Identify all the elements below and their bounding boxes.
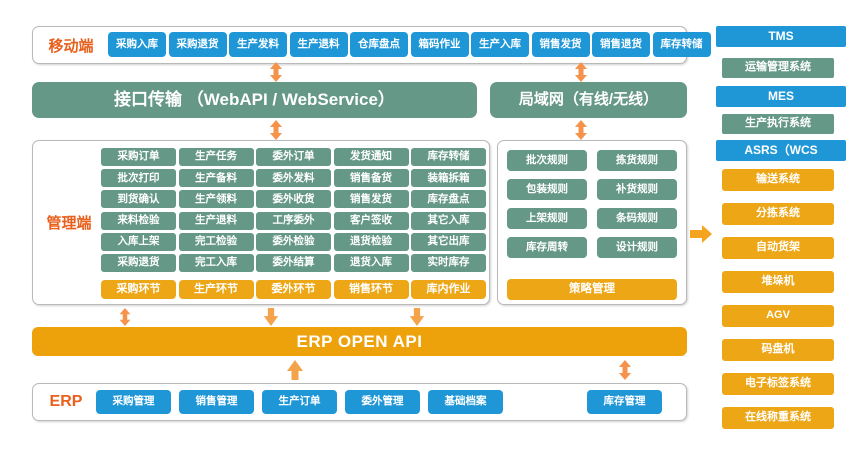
mes-header[interactable]: MES <box>716 86 846 107</box>
management-cell-c2-r2[interactable]: 生产备料 <box>178 169 254 188</box>
webapi-transport-bar: 接口传输 （WebAPI / WebService） <box>32 82 477 118</box>
arrow-down-icon <box>408 308 426 326</box>
erp-button-2[interactable]: 销售管理 <box>179 390 254 414</box>
strategy-cell-r4-c1[interactable]: 库存周转 <box>507 237 587 258</box>
management-cell-c2-r3[interactable]: 生产领料 <box>178 190 254 209</box>
management-cell-c5-r1[interactable]: 库存转储 <box>411 148 486 166</box>
asrs-item-7[interactable]: 电子标签系统 <box>722 373 834 395</box>
mes-subsystem[interactable]: 生产执行系统 <box>722 114 834 134</box>
management-cell-c1-r3[interactable]: 到货确认 <box>101 190 176 209</box>
double-arrow-vertical-icon <box>573 120 589 140</box>
mobile-button-5[interactable]: 仓库盘点 <box>350 32 408 57</box>
strategy-cell-r3-c1[interactable]: 上架规则 <box>507 208 587 229</box>
management-cell-c4-r1[interactable]: 发货通知 <box>333 148 409 166</box>
management-cell-c3-r2[interactable]: 委外发料 <box>256 169 331 188</box>
mobile-button-1[interactable]: 采购入库 <box>108 32 166 57</box>
management-cell-c2-r4[interactable]: 生产退料 <box>178 211 254 230</box>
erp-section-title: ERP <box>49 393 83 410</box>
asrs-item-4[interactable]: 堆垛机 <box>722 271 834 293</box>
strategy-cell-r4-c2[interactable]: 设计规则 <box>597 237 677 258</box>
management-cell-c4-r4[interactable]: 客户签收 <box>333 211 409 230</box>
management-cell-c5-r4[interactable]: 其它入库 <box>411 211 486 230</box>
management-footer-5[interactable]: 库内作业 <box>411 280 486 299</box>
asrs-item-8[interactable]: 在线称重系统 <box>722 407 834 429</box>
asrs-item-6[interactable]: 码盘机 <box>722 339 834 361</box>
double-arrow-vertical-icon <box>617 360 633 380</box>
management-section-title: 管理端 <box>46 215 92 232</box>
erp-inventory-button[interactable]: 库存管理 <box>587 390 662 414</box>
management-cell-c5-r6[interactable]: 实时库存 <box>411 254 486 272</box>
mobile-button-10[interactable]: 库存转储 <box>652 32 711 57</box>
management-footer-1[interactable]: 采购环节 <box>101 280 176 299</box>
management-cell-c4-r2[interactable]: 销售备货 <box>333 169 409 188</box>
erp-button-3[interactable]: 生产订单 <box>262 390 337 414</box>
double-arrow-vertical-icon <box>117 308 133 326</box>
arrow-up-icon <box>286 360 304 380</box>
double-arrow-vertical-icon <box>573 62 589 82</box>
management-footer-4[interactable]: 销售环节 <box>333 280 409 299</box>
arrow-right-icon <box>690 225 712 243</box>
erp-button-5[interactable]: 基础档案 <box>428 390 503 414</box>
management-footer-3[interactable]: 委外环节 <box>256 280 331 299</box>
management-cell-c1-r2[interactable]: 批次打印 <box>101 169 176 188</box>
asrs-item-2[interactable]: 分拣系统 <box>722 203 834 225</box>
mobile-section-title: 移动端 <box>48 37 94 55</box>
management-cell-c2-r1[interactable]: 生产任务 <box>178 148 254 166</box>
mobile-button-9[interactable]: 销售退货 <box>592 32 650 57</box>
erp-open-api-bar: ERP OPEN API <box>32 327 687 356</box>
management-cell-c3-r5[interactable]: 委外检验 <box>256 232 331 251</box>
management-cell-c4-r5[interactable]: 退货检验 <box>333 232 409 251</box>
asrs-item-1[interactable]: 输送系统 <box>722 169 834 191</box>
tms-subsystem[interactable]: 运输管理系统 <box>722 58 834 78</box>
mobile-button-6[interactable]: 箱码作业 <box>410 32 469 57</box>
management-cell-c3-r6[interactable]: 委外结算 <box>256 254 331 272</box>
management-cell-c3-r4[interactable]: 工序委外 <box>256 211 331 230</box>
arrow-down-icon <box>262 308 280 326</box>
management-footer-2[interactable]: 生产环节 <box>178 280 254 299</box>
management-cell-c2-r6[interactable]: 完工入库 <box>178 254 254 272</box>
management-cell-c1-r6[interactable]: 采购退货 <box>101 254 176 272</box>
management-cell-c3-r3[interactable]: 委外收货 <box>256 190 331 209</box>
management-cell-c2-r5[interactable]: 完工检验 <box>178 232 254 251</box>
management-cell-c4-r6[interactable]: 退货入库 <box>333 254 409 272</box>
double-arrow-vertical-icon <box>268 120 284 140</box>
strategy-cell-r3-c2[interactable]: 条码规则 <box>597 208 677 229</box>
management-cell-c5-r2[interactable]: 装箱拆箱 <box>411 169 486 188</box>
management-cell-c5-r3[interactable]: 库存盘点 <box>411 190 486 209</box>
management-cell-c4-r3[interactable]: 销售发货 <box>333 190 409 209</box>
management-cell-c3-r1[interactable]: 委外订单 <box>256 148 331 166</box>
management-cell-c1-r4[interactable]: 来料检验 <box>101 211 176 230</box>
mobile-button-2[interactable]: 采购退货 <box>168 32 227 57</box>
tms-header[interactable]: TMS <box>716 26 846 47</box>
mobile-button-4[interactable]: 生产退料 <box>289 32 348 57</box>
lan-transport-bar: 局域网（有线/无线） <box>490 82 687 118</box>
strategy-footer-label[interactable]: 策略管理 <box>507 279 677 300</box>
erp-button-4[interactable]: 委外管理 <box>345 390 420 414</box>
management-cell-c1-r1[interactable]: 采购订单 <box>101 148 176 166</box>
asrs-header[interactable]: ASRS（WCS <box>716 140 846 161</box>
mobile-button-8[interactable]: 销售发货 <box>531 32 590 57</box>
double-arrow-vertical-icon <box>268 62 284 82</box>
asrs-item-3[interactable]: 自动货架 <box>722 237 834 259</box>
management-cell-c1-r5[interactable]: 入库上架 <box>101 232 176 251</box>
management-cell-c5-r5[interactable]: 其它出库 <box>411 232 486 251</box>
strategy-cell-r1-c2[interactable]: 拣货规则 <box>597 150 677 171</box>
strategy-cell-r2-c1[interactable]: 包装规则 <box>507 179 587 200</box>
mobile-button-7[interactable]: 生产入库 <box>471 32 529 57</box>
asrs-item-5[interactable]: AGV <box>722 305 834 327</box>
mobile-button-3[interactable]: 生产发料 <box>229 32 287 57</box>
strategy-cell-r2-c2[interactable]: 补货规则 <box>597 179 677 200</box>
erp-button-1[interactable]: 采购管理 <box>96 390 171 414</box>
strategy-cell-r1-c1[interactable]: 批次规则 <box>507 150 587 171</box>
